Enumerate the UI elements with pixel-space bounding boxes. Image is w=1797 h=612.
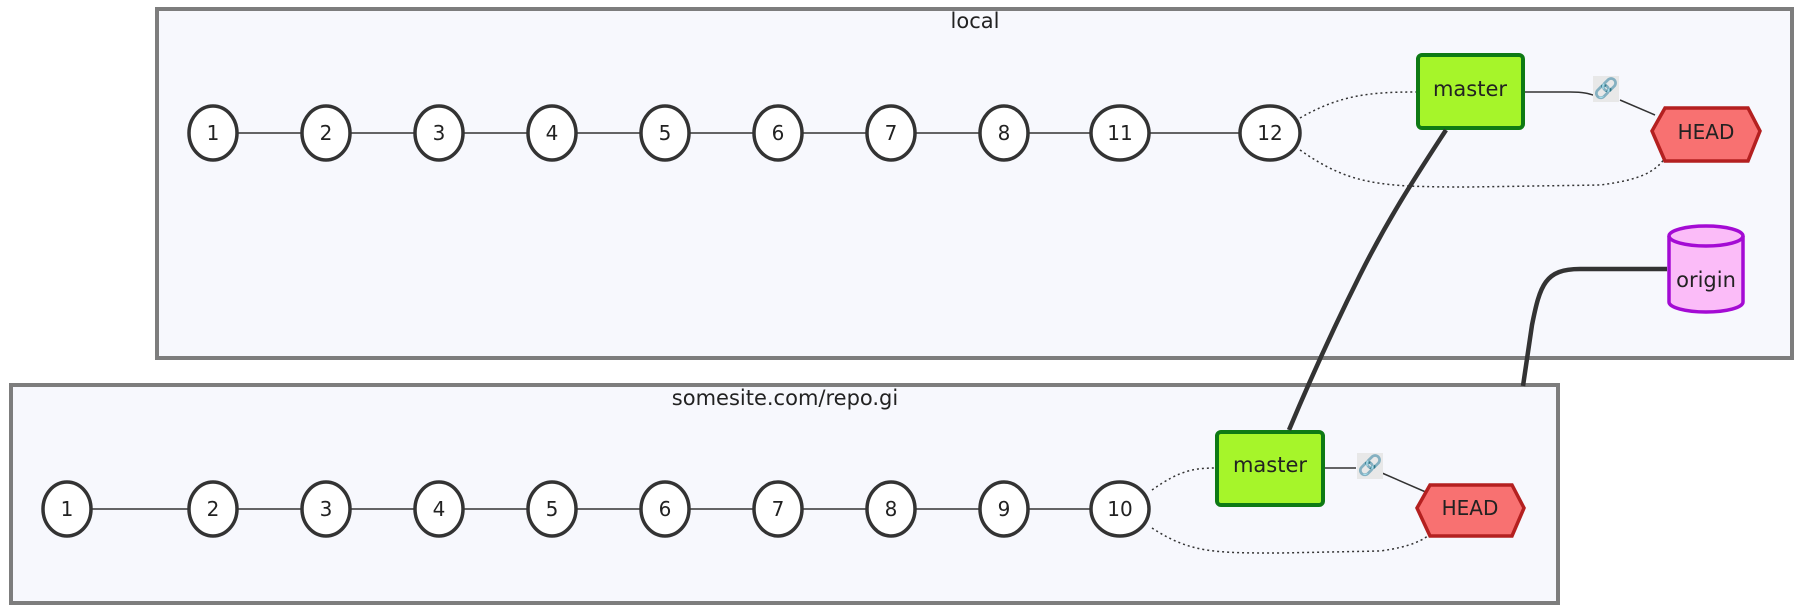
- remote-commit-node[interactable]: 6: [639, 480, 691, 538]
- remote-head-label: HEAD: [1442, 496, 1499, 520]
- remote-link-icon-group: 🔗: [1357, 453, 1383, 479]
- remote-commit-label: 7: [772, 497, 785, 521]
- local-head-ref[interactable]: HEAD: [1650, 106, 1762, 163]
- local-commit-label: 2: [320, 121, 333, 145]
- local-commit-label: 3: [433, 121, 446, 145]
- origin-label: origin: [1676, 268, 1736, 292]
- local-cluster-title: local: [951, 9, 1000, 33]
- local-commit-label: 11: [1107, 121, 1132, 145]
- remote-head-ref[interactable]: HEAD: [1415, 483, 1526, 538]
- remote-commit-node[interactable]: 2: [187, 480, 239, 538]
- local-cluster-box: [155, 7, 1794, 360]
- remote-commit-label: 8: [885, 497, 898, 521]
- remote-master-branch[interactable]: master: [1215, 430, 1325, 507]
- edge-origin-to-remote-cluster: [1520, 266, 1667, 387]
- remote-commit-node[interactable]: 9: [978, 480, 1030, 538]
- local-master-label: master: [1433, 77, 1507, 101]
- local-commit-node[interactable]: 3: [413, 104, 465, 162]
- remote-commit-node[interactable]: 4: [413, 480, 465, 538]
- local-edge-12-master: [1299, 91, 1417, 119]
- remote-commit-label: 3: [320, 497, 333, 521]
- local-head-label: HEAD: [1678, 120, 1735, 144]
- remote-edge-10-head: [1151, 527, 1433, 554]
- remote-edge-link-head: [1381, 472, 1429, 494]
- edge-local-master-to-remote-master: [1286, 128, 1448, 431]
- remote-commit-label: 2: [207, 497, 220, 521]
- remote-commit-label: 10: [1107, 497, 1132, 521]
- remote-commit-label: 6: [659, 497, 672, 521]
- remote-commit-label: 5: [546, 497, 559, 521]
- local-commit-node[interactable]: 8: [978, 104, 1030, 162]
- remote-commit-label: 1: [61, 497, 74, 521]
- local-commit-node[interactable]: 1: [187, 104, 239, 162]
- remote-commit-node[interactable]: 5: [526, 480, 578, 538]
- local-commit-label: 4: [546, 121, 559, 145]
- remote-cluster-title: somesite.com/repo.gi: [672, 386, 898, 410]
- local-commit-label: 6: [772, 121, 785, 145]
- local-commit-node[interactable]: 6: [752, 104, 804, 162]
- local-commit-node[interactable]: 2: [300, 104, 352, 162]
- remote-commit-node[interactable]: 10: [1089, 480, 1151, 538]
- origin-remote[interactable]: origin: [1667, 224, 1745, 314]
- local-commit-label: 8: [998, 121, 1011, 145]
- local-link-icon-group: 🔗: [1593, 76, 1619, 102]
- remote-cluster: somesite.com/repo.gi 1 2 3: [9, 383, 1560, 605]
- local-commit-node[interactable]: 4: [526, 104, 578, 162]
- local-commit-node[interactable]: 5: [639, 104, 691, 162]
- remote-commit-node[interactable]: 8: [865, 480, 917, 538]
- remote-commit-label: 4: [433, 497, 446, 521]
- link-icon: 🔗: [1358, 453, 1383, 477]
- remote-commit-label: 9: [998, 497, 1011, 521]
- local-commit-node[interactable]: 7: [865, 104, 917, 162]
- remote-commit-node[interactable]: 7: [752, 480, 804, 538]
- local-master-branch[interactable]: master: [1416, 53, 1525, 130]
- local-commit-label: 7: [885, 121, 898, 145]
- local-commit-node[interactable]: 12: [1238, 104, 1302, 162]
- local-edge-link-head: [1619, 99, 1656, 116]
- local-commit-label: 5: [659, 121, 672, 145]
- remote-commit-node[interactable]: 3: [300, 480, 352, 538]
- local-commit-label: 1: [207, 121, 220, 145]
- remote-master-label: master: [1233, 453, 1307, 477]
- local-cluster: local 1 2 3: [155, 7, 1794, 360]
- link-icon: 🔗: [1594, 76, 1619, 100]
- local-commit-label: 12: [1257, 121, 1282, 145]
- remote-commit-node[interactable]: 1: [41, 480, 93, 538]
- local-commit-node[interactable]: 11: [1089, 104, 1151, 162]
